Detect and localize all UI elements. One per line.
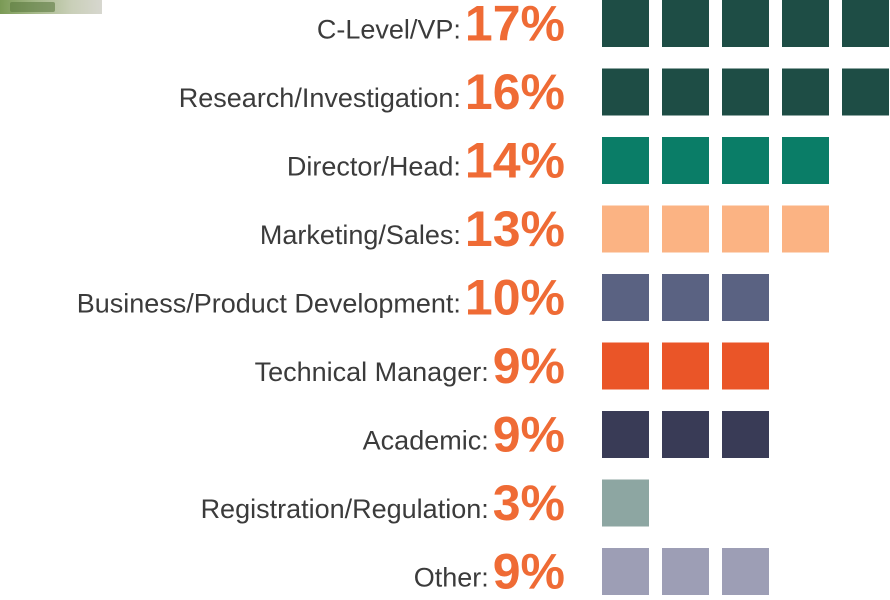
photo-fragment (0, 0, 102, 14)
category-label: Research/Investigation: (179, 83, 461, 113)
chart-row: 14%Director/Head: (287, 133, 829, 189)
value-square (602, 548, 649, 595)
value-square (842, 68, 889, 116)
value-square (842, 0, 889, 47)
value-square (722, 342, 769, 390)
value-square (782, 205, 829, 253)
chart-row: 3%Registration/Regulation: (201, 475, 649, 531)
value-square (662, 205, 709, 253)
chart-row: 16%Research/Investigation: (179, 64, 889, 120)
value-label: 10% (465, 270, 565, 326)
chart-row: 9%Technical Manager: (255, 338, 769, 394)
value-square (602, 0, 649, 47)
value-square (722, 0, 769, 47)
chart-row: 10%Business/Product Development: (77, 270, 769, 326)
chart-row: 13%Marketing/Sales: (260, 201, 829, 257)
value-square (662, 411, 709, 458)
value-square (602, 205, 649, 253)
value-square (602, 274, 649, 321)
value-square (722, 205, 769, 253)
value-square (602, 342, 649, 390)
value-square (722, 548, 769, 595)
value-label: 14% (465, 133, 565, 189)
category-label: Business/Product Development: (77, 289, 461, 319)
value-square (602, 479, 649, 527)
value-label: 17% (465, 0, 565, 52)
category-label: Other: (414, 563, 489, 593)
value-square (662, 68, 709, 116)
value-square (602, 68, 649, 116)
value-square (722, 68, 769, 116)
value-square (782, 137, 829, 184)
value-square (662, 0, 709, 47)
value-square (722, 137, 769, 184)
category-label: Technical Manager: (255, 357, 489, 387)
value-label: 9% (493, 338, 565, 394)
category-label: Registration/Regulation: (201, 494, 489, 524)
value-label: 9% (493, 544, 565, 600)
category-label: Academic: (363, 426, 489, 456)
chart-row: 9%Other: (414, 544, 769, 600)
value-square (662, 137, 709, 184)
category-label: Marketing/Sales: (260, 220, 461, 250)
chart-row: 17%C-Level/VP: (317, 0, 889, 52)
chart-rows: 17%C-Level/VP:16%Research/Investigation:… (77, 0, 889, 600)
value-square (782, 0, 829, 47)
chart-row: 9%Academic: (363, 407, 769, 463)
value-square (662, 342, 709, 390)
value-square (602, 137, 649, 184)
category-label: Director/Head: (287, 152, 461, 182)
category-label: C-Level/VP: (317, 15, 461, 45)
value-square (602, 411, 649, 458)
value-square (662, 274, 709, 321)
value-label: 13% (465, 201, 565, 257)
value-square (662, 548, 709, 595)
value-label: 3% (493, 475, 565, 531)
value-label: 9% (493, 407, 565, 463)
value-label: 16% (465, 64, 565, 120)
value-square (722, 274, 769, 321)
value-square (722, 411, 769, 458)
value-square (782, 68, 829, 116)
